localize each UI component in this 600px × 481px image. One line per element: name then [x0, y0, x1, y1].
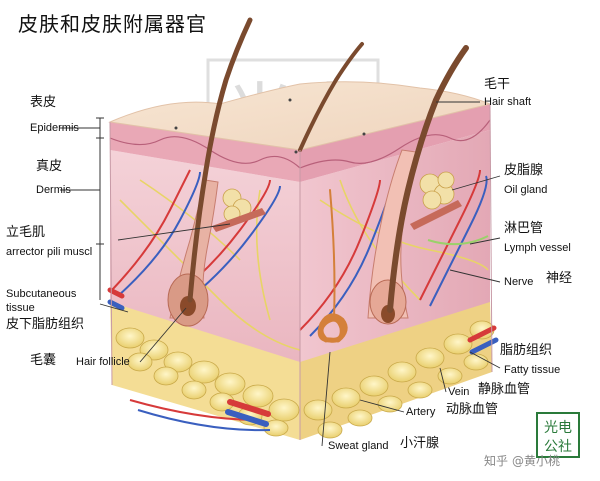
label-arrector-en: arrector pili muscl [6, 246, 93, 258]
label-oil-zh: 皮脂腺 [504, 163, 544, 178]
label-dermis-zh: 真皮 [36, 159, 63, 174]
cut-vessels [107, 287, 499, 427]
hair-follicle-right [367, 45, 469, 325]
label-shaft-en: Hair shaft [484, 96, 532, 108]
skin-surface [108, 81, 492, 151]
label-artery-zh: 动脉血管 [446, 402, 499, 417]
label-lymph-zh: 淋巴管 [504, 221, 544, 236]
arrector-pili-muscle-right [410, 200, 462, 230]
hair-shaft-middle [298, 42, 364, 152]
label-lymph-en: Lymph vessel [504, 242, 571, 254]
label-epidermis-en: Epidermis [30, 122, 79, 134]
label-follicle-en: Hair follicle [76, 356, 130, 368]
label-fat-zh: 脂肪组织 [500, 343, 553, 358]
label-epidermis-zh: 表皮 [30, 95, 57, 110]
stamp-line-1: 光电 [544, 420, 572, 436]
diagram-title: 皮肤和皮肤附属器官 [18, 12, 207, 36]
label-sweat-zh: 小汗腺 [400, 436, 440, 451]
stamp-logo: 光电 公社 [536, 412, 580, 458]
label-subcutaneous-zh: 皮下脂肪组织 [6, 317, 85, 332]
label-follicle-zh: 毛囊 [30, 353, 57, 368]
label-nerve-en: Nerve [504, 276, 534, 288]
label-artery-en: Artery [406, 406, 436, 418]
epidermis-side [300, 104, 490, 182]
credit-platform: 知乎 [484, 454, 509, 468]
credit: 知乎@黄小桃 [484, 452, 564, 469]
hair-follicle-left [167, 17, 253, 327]
label-dermis-en: Dermis [36, 184, 71, 196]
layer-brackets [60, 117, 104, 300]
oil-gland-right [419, 171, 455, 210]
label-arrector-zh: 立毛肌 [6, 225, 46, 240]
epidermis-front [110, 122, 300, 182]
credit-author: @黄小桃 [512, 454, 561, 468]
leader-lines [99, 101, 501, 447]
label-subcutaneous-en-2: tissue [6, 302, 35, 314]
label-sweat-en: Sweat gland [328, 440, 389, 452]
label-vein-zh: 静脉血管 [478, 382, 531, 397]
stamp-line-2: 公社 [544, 439, 572, 455]
sweat-gland [317, 189, 348, 343]
label-shaft-zh: 毛干 [484, 77, 511, 92]
label-subcutaneous-en-1: Subcutaneous [6, 288, 77, 300]
label-oil-en: Oil gland [504, 184, 548, 196]
label-vein-en: Vein [448, 386, 470, 398]
arrector-pili-muscle [212, 208, 266, 232]
label-fat-en: Fatty tissue [504, 364, 561, 376]
lymph-vessel [427, 235, 489, 246]
fatty-tissue [115, 320, 495, 439]
label-nerve-zh: 神经 [546, 271, 573, 286]
